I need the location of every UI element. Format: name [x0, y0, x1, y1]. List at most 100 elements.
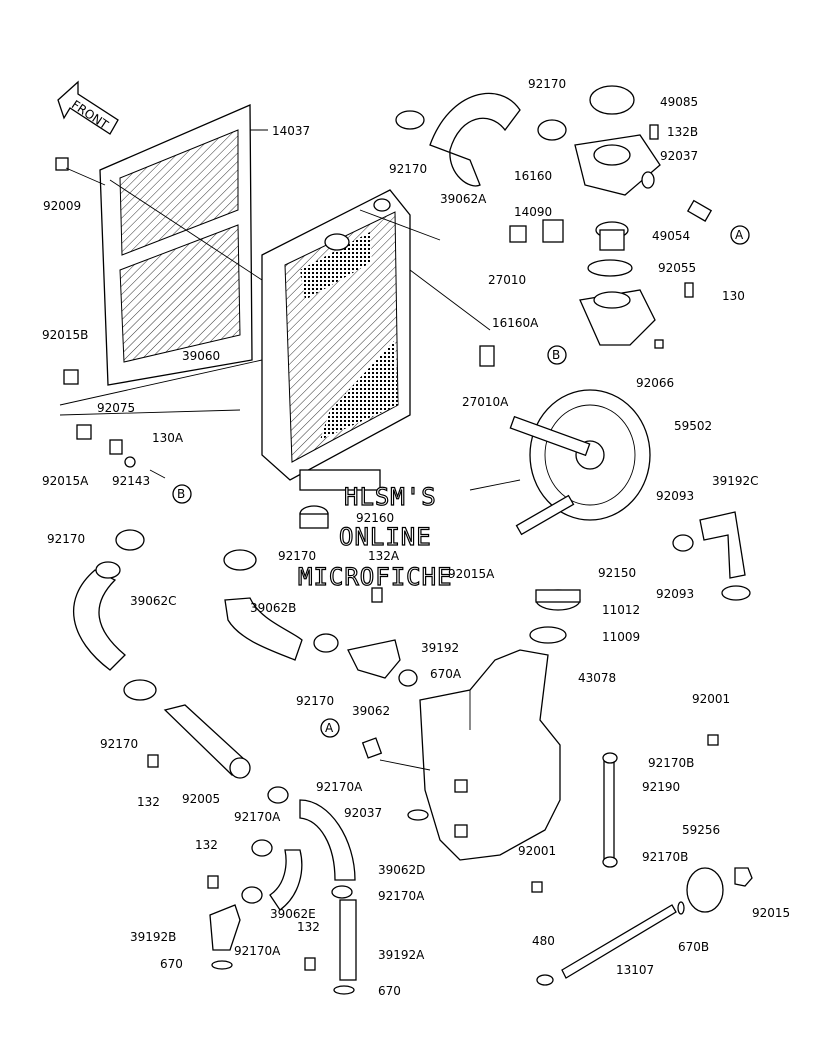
label-670A: 670A: [430, 667, 462, 681]
sensor-27010: [509, 219, 564, 243]
label-92001-b: 92001: [518, 844, 556, 858]
label-92170-e: 92170: [278, 549, 316, 563]
label-27010: 27010: [488, 273, 526, 287]
label-59256: 59256: [682, 823, 720, 837]
label-92170-b: 92170: [528, 77, 566, 91]
label-92075: 92075: [97, 401, 135, 415]
label-92170A-b: 92170A: [234, 810, 281, 824]
hose-39062C: [72, 529, 145, 671]
elbow-39192B: [207, 875, 241, 970]
label-39192: 39192: [421, 641, 459, 655]
svg-text:B: B: [552, 348, 560, 362]
svg-text:A: A: [325, 721, 334, 735]
radiator: [261, 189, 411, 491]
label-92190: 92190: [642, 780, 680, 794]
svg-text:MICROFICHE: MICROFICHE: [298, 563, 453, 591]
fan-assembly: [469, 389, 651, 536]
label-92037-b: 92037: [344, 806, 382, 820]
label-92015B: 92015B: [42, 328, 88, 342]
front-arrow-icon: FRONT: [57, 80, 119, 135]
label-132-a: 132: [137, 795, 160, 809]
marker-a-1: A: [730, 225, 750, 245]
label-92093-a: 92093: [656, 489, 694, 503]
shaft-13107: [536, 904, 677, 986]
hose-39192C: [672, 511, 751, 601]
label-92015: 92015: [752, 906, 790, 920]
hose-39062B: [224, 597, 303, 661]
sensor-27010A: [479, 345, 495, 367]
label-92170-f: 92170: [296, 694, 334, 708]
label-92150: 92150: [598, 566, 636, 580]
elbow-39192: [347, 587, 418, 687]
label-11012: 11012: [602, 603, 640, 617]
label-480: 480: [532, 934, 555, 948]
label-670-a: 670: [160, 957, 183, 971]
label-92170A-c: 92170A: [378, 889, 425, 903]
label-92066: 92066: [636, 376, 674, 390]
label-27010A: 27010A: [462, 395, 509, 409]
bushing-92160: [299, 505, 329, 529]
label-39192A: 39192A: [378, 948, 425, 962]
label-130A: 130A: [152, 431, 184, 445]
label-39062E: 39062E: [270, 907, 316, 921]
pipe-39192A: [304, 899, 357, 995]
label-92170-g: 92170: [100, 737, 138, 751]
clip-92037-lower: [407, 809, 429, 821]
label-11009: 11009: [602, 630, 640, 644]
label-43078: 43078: [578, 671, 616, 685]
label-92037-a: 92037: [660, 149, 698, 163]
label-92160: 92160: [356, 511, 394, 525]
label-92170B-b: 92170B: [642, 850, 688, 864]
label-39062D: 39062D: [378, 863, 425, 877]
hose-39062E: [251, 839, 303, 911]
clip-92015B: [63, 369, 79, 385]
label-92170-a: 92170: [389, 162, 427, 176]
label-92143: 92143: [112, 474, 150, 488]
label-39062B: 39062B: [250, 601, 296, 615]
label-49085: 49085: [660, 95, 698, 109]
o-ring-92055: [587, 259, 633, 277]
label-39062: 39062: [352, 704, 390, 718]
svg-text:ONLINE: ONLINE: [339, 523, 432, 551]
label-670-b: 670: [378, 984, 401, 998]
label-13107: 13107: [616, 963, 654, 977]
clamp-92170-top: [395, 110, 567, 141]
hose-39062A: [429, 92, 521, 187]
label-16160: 16160: [514, 169, 552, 183]
label-92093-b: 92093: [656, 587, 694, 601]
bolt-92009: [55, 157, 106, 186]
label-132-c: 132: [297, 920, 320, 934]
hose-39062: [361, 737, 431, 771]
reservoir-tank: [419, 649, 561, 861]
reservoir-cap: [529, 589, 581, 644]
marker-a-2: A: [320, 718, 340, 738]
label-92170A-a: 92170A: [316, 780, 363, 794]
svg-text:A: A: [735, 228, 744, 242]
hose-39062D: [267, 786, 356, 881]
label-92015A-a: 92015A: [42, 474, 89, 488]
marker-b-2: B: [172, 484, 192, 504]
label-670B: 670B: [678, 940, 709, 954]
label-14090: 14090: [514, 205, 552, 219]
impeller-59256: [677, 867, 753, 915]
svg-text:B: B: [177, 487, 185, 501]
housing-16160A: [579, 282, 694, 349]
label-14037: 14037: [272, 124, 310, 138]
label-39062A: 39062A: [440, 192, 487, 206]
label-92055: 92055: [658, 261, 696, 275]
marker-b-1: B: [547, 345, 567, 365]
label-39062C: 39062C: [130, 594, 177, 608]
label-130: 130: [722, 289, 745, 303]
label-92005: 92005: [182, 792, 220, 806]
label-59502: 59502: [674, 419, 712, 433]
label-49054: 49054: [652, 229, 690, 243]
label-92001-a: 92001: [692, 692, 730, 706]
thermostat-49054: [595, 221, 629, 251]
thermostat-housing-16160: [574, 85, 713, 222]
label-39060: 39060: [182, 349, 220, 363]
label-132-b: 132: [195, 838, 218, 852]
pipe-92190: [602, 752, 618, 868]
pipe-92005: [123, 679, 251, 779]
label-92009: 92009: [43, 199, 81, 213]
